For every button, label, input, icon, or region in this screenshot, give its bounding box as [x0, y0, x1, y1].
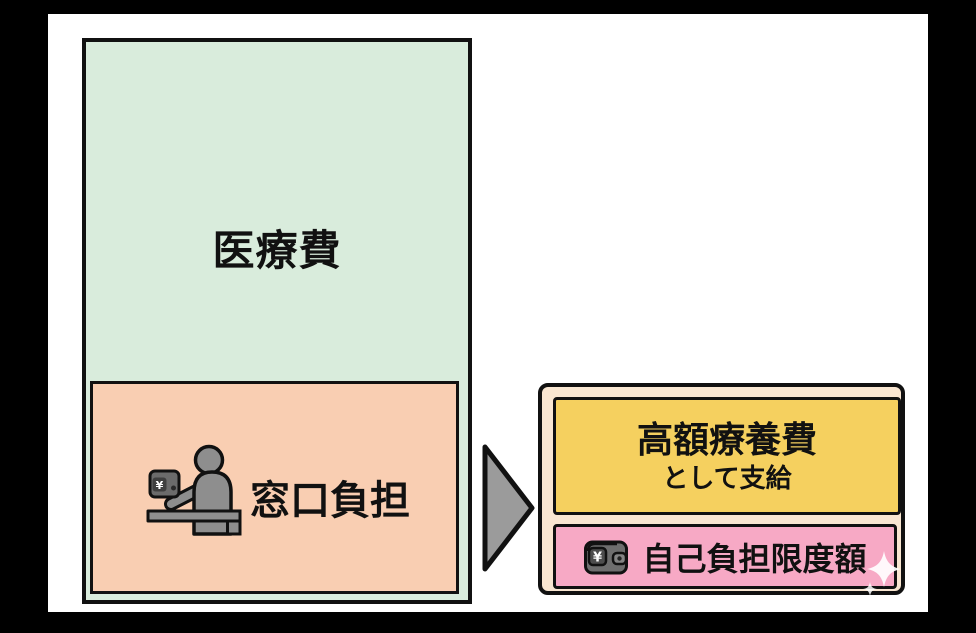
diagram-canvas: 医療費 ¥ 窓口負担 高額療養費 [48, 14, 928, 612]
copay-label: 窓口負担 [250, 479, 410, 523]
right-arrow-icon [482, 444, 535, 572]
result-panel: 高額療養費 として支給 ¥ 自己負担限度額 [538, 383, 905, 596]
medical-fee-label: 医療費 [212, 227, 342, 274]
limit-label: 自己負担限度額 [642, 540, 867, 577]
sparkle-icon [863, 551, 901, 596]
wallet-icon: ¥ [584, 540, 629, 574]
svg-text:¥: ¥ [593, 550, 602, 565]
limit-box: ¥ 自己負担限度額 [553, 524, 897, 589]
held-wallet-icon: ¥ [148, 469, 181, 499]
person-paying-at-counter-icon: ¥ [146, 444, 242, 536]
svg-text:¥: ¥ [156, 479, 164, 492]
benefit-box: 高額療養費 として支給 [553, 397, 901, 515]
benefit-title: 高額療養費 [636, 419, 817, 460]
benefit-subtitle: として支給 [662, 463, 792, 493]
